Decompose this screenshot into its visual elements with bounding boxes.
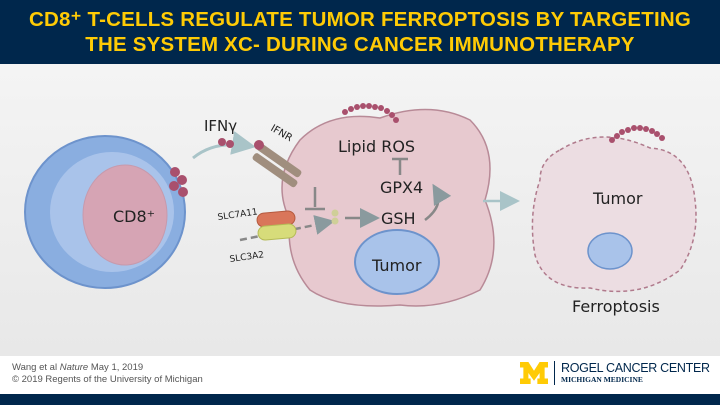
gsh-label: GSH	[381, 209, 416, 228]
tumor-right-label: Tumor	[592, 189, 643, 208]
title-line-1: CD8⁺ T-CELLS REGULATE TUMOR FERROPTOSIS …	[28, 8, 692, 31]
block-m-icon	[520, 362, 548, 384]
lipid-chain	[342, 103, 399, 123]
ferroptotic-tumor-cell	[531, 136, 697, 293]
citation-journal: Nature	[59, 362, 89, 373]
logo-title: ROGEL CANCER CENTER	[561, 361, 710, 375]
slc3a2-label: SLC3A2	[229, 250, 265, 265]
copyright: © 2019 Regents of the University of Mich…	[12, 374, 203, 385]
cd8-t-cell: CD8⁺	[24, 135, 188, 289]
ferroptotic-nucleus	[587, 232, 633, 270]
tumor-nucleus	[354, 229, 440, 295]
citation: Wang et al Nature May 1, 2019 © 2019 Reg…	[12, 362, 203, 386]
ferroptosis-diagram: CD8⁺ IFNγ IFNR SLC7A11 SLC3A2 GSH GPX4 L…	[24, 103, 697, 316]
ifng-granules	[169, 167, 188, 197]
lipid-ros-label: Lipid ROS	[338, 137, 415, 156]
ifnr-label: IFNR	[269, 123, 295, 144]
inhibition-mark	[305, 187, 325, 211]
ifng-label: IFNγ	[204, 117, 237, 135]
gpx4-inhibits-ros	[392, 157, 408, 175]
bottom-bar	[0, 394, 720, 405]
logo-divider	[554, 361, 555, 385]
gpx4-label: GPX4	[380, 178, 423, 197]
citation-authors: Wang et al	[12, 362, 60, 373]
ifng-arrow	[192, 131, 256, 160]
ifng-molecule	[218, 138, 226, 146]
slc7a11-label: SLC7A11	[217, 207, 258, 223]
cd8-label: CD8⁺	[113, 207, 155, 226]
tumor-cell	[281, 108, 495, 307]
rogel-logo: ROGEL CANCER CENTER MICHIGAN MEDICINE	[520, 361, 710, 385]
ifnr-receptor	[252, 140, 302, 188]
ferroptosis-label: Ferroptosis	[572, 297, 660, 316]
lipid-chain-oxidized	[609, 125, 665, 143]
logo-subtitle: MICHIGAN MEDICINE	[561, 375, 643, 384]
gsh-gpx4-arrow	[424, 183, 452, 221]
title-line-2: THE SYSTEM XC- DURING CANCER IMMUNOTHERA…	[85, 33, 635, 56]
cystine-molecule	[331, 209, 339, 217]
slc3a2-transporter	[257, 223, 297, 241]
tumor-nucleus-label: Tumor	[371, 256, 422, 275]
citation-date: May 1, 2019	[88, 362, 144, 373]
diagram-area: CD8⁺ IFNγ IFNR SLC7A11 SLC3A2 GSH GPX4 L…	[0, 64, 720, 356]
title-banner: CD8⁺ T-CELLS REGULATE TUMOR FERROPTOSIS …	[0, 0, 720, 64]
footer: Wang et al Nature May 1, 2019 © 2019 Reg…	[0, 356, 720, 394]
